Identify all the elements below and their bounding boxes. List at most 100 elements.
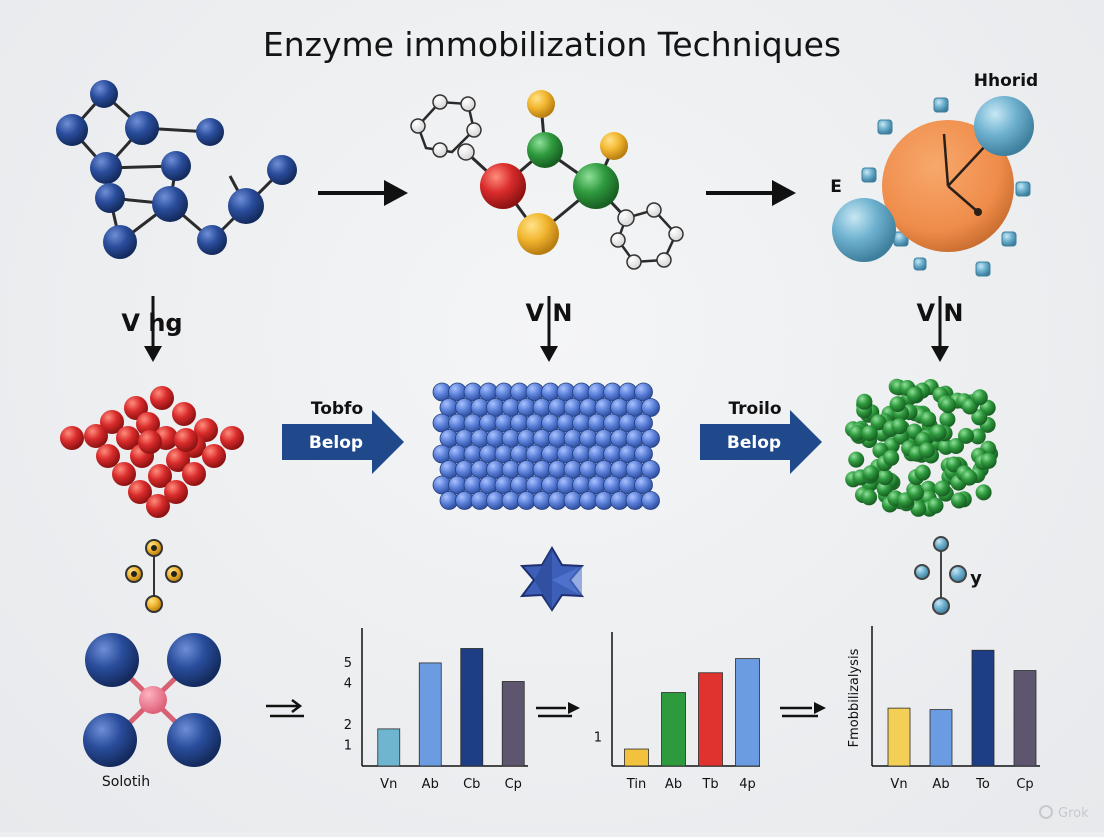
bar [624, 748, 649, 767]
blue-particle [634, 475, 653, 495]
cluster-red-particles [60, 386, 244, 518]
molecule-cross [83, 633, 221, 767]
red-particle [174, 428, 198, 452]
green-particle [876, 480, 893, 497]
blue-particle [634, 413, 653, 433]
blue-particle [641, 491, 660, 510]
red-particle [202, 444, 226, 468]
star-polyhedron-icon [519, 546, 585, 612]
red-particle [220, 426, 244, 450]
x-tick-label: Ab [665, 777, 682, 792]
green-particle [969, 428, 986, 445]
red-particle [146, 494, 170, 518]
green-particle [914, 464, 931, 481]
green-particle [961, 469, 978, 486]
cluster-blue-block [432, 382, 660, 510]
green-particle [870, 414, 887, 431]
down-arrow-2: V N [525, 296, 573, 362]
red-particle [100, 410, 124, 434]
y-tick-label: 5 [344, 656, 352, 671]
green-particle [939, 411, 956, 428]
red-particle [138, 430, 162, 454]
green-particle [849, 425, 865, 441]
green-particle [918, 442, 935, 459]
enzyme-label-top: Hhorid [974, 71, 1038, 91]
blue-particle [641, 398, 660, 417]
red-particle [128, 480, 152, 504]
red-particle [112, 462, 136, 486]
red-particle [150, 386, 174, 410]
yellow-ring-icon [125, 539, 183, 613]
green-particle [980, 452, 997, 469]
arrow-step-2 [706, 180, 796, 206]
enzyme-orange [832, 96, 1034, 277]
red-particle [172, 402, 196, 426]
green-particle [948, 438, 964, 454]
bar [661, 692, 686, 767]
green-particle [877, 469, 894, 486]
bar [460, 648, 484, 767]
x-tick-label: Cp [1016, 777, 1033, 792]
cluster-green-cube [845, 378, 999, 517]
x-tick-label: Vn [890, 777, 907, 792]
blue-particle [641, 460, 660, 479]
y-tick-label: 1 [594, 731, 602, 746]
y-tick-label: 2 [344, 718, 352, 733]
green-particle [951, 492, 967, 509]
enzyme-label-left: E [830, 177, 842, 197]
x-tick-label: Ab [932, 777, 949, 792]
blue-particle [634, 382, 653, 402]
x-tick-label: Tin [626, 777, 646, 792]
x-tick-label: Vn [380, 777, 397, 792]
green-particle [934, 480, 951, 497]
x-tick-label: Ab [422, 777, 439, 792]
green-particle [940, 397, 957, 414]
bar [418, 662, 442, 767]
block-arrow-1: Tobfo Belop [282, 399, 404, 474]
green-particle [883, 449, 900, 466]
red-particle [148, 464, 172, 488]
red-particle [60, 426, 84, 450]
teal-molecule-icon [914, 536, 967, 615]
block-arrow-1-text: Belop [309, 433, 363, 453]
green-particle [889, 396, 906, 413]
green-particle [861, 489, 878, 506]
green-particle [910, 500, 927, 517]
diagram-title: Enzyme immobilization Techniques [263, 25, 841, 64]
x-tick-label: To [975, 777, 990, 792]
block-arrow-1-above: Tobfo [311, 399, 363, 419]
x-tick-label: 4p [739, 777, 756, 792]
block-arrow-2-text: Belop [727, 433, 781, 453]
green-particle [958, 427, 974, 444]
green-particle [927, 497, 944, 514]
red-particle [136, 412, 160, 436]
red-particle [164, 480, 188, 504]
bar [971, 649, 995, 767]
red-particle [116, 426, 140, 450]
y-glyph: y [970, 568, 982, 589]
x-tick-label: Cb [463, 777, 480, 792]
green-particle [930, 424, 947, 441]
bar [501, 681, 525, 767]
solo-label: Solotih [102, 774, 150, 790]
green-particle [971, 409, 988, 426]
molecule-navy-atoms [56, 80, 297, 259]
green-particle [856, 393, 873, 410]
bar [377, 728, 401, 767]
y-tick-label: 1 [344, 738, 352, 753]
bar [735, 658, 760, 767]
arrow-step-1 [318, 180, 408, 206]
green-particle [975, 484, 992, 501]
molecule-colored-atoms [410, 90, 684, 270]
watermark-text: Grok [1058, 806, 1089, 821]
red-particle [96, 444, 120, 468]
red-particle [182, 462, 206, 486]
double-arrow-1 [266, 699, 304, 718]
green-particle [848, 451, 865, 468]
block-arrow-2-above: Troilo [728, 399, 781, 419]
down-arrow-1: V hg [121, 296, 183, 362]
